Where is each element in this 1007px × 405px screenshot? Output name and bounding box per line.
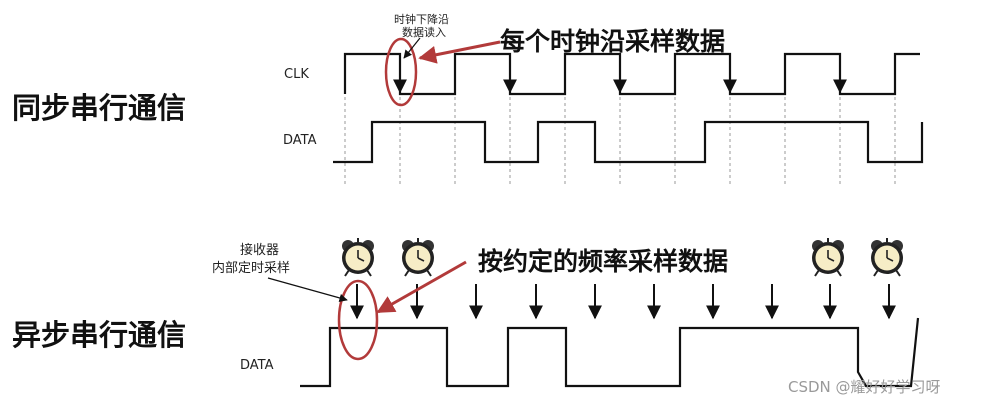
clk-sample-arrows — [393, 58, 847, 94]
async-callout: 按约定的频率采样数据 — [478, 247, 728, 276]
sync-title: 同步串行通信 — [12, 91, 186, 125]
async-data-label: DATA — [240, 358, 274, 373]
async-sample-arrows — [350, 284, 896, 320]
watermark: CSDN @耀好好学习呀 — [788, 378, 941, 396]
async-callout-arrow — [376, 260, 467, 314]
sync-data-waveform — [333, 120, 924, 164]
sync-note-pointer — [403, 37, 421, 59]
clk-waveform — [343, 52, 920, 96]
alarm-clock-icon — [341, 237, 375, 277]
async-note-line1: 接收器 — [240, 242, 279, 258]
alarm-clock-icon — [870, 237, 904, 277]
async-data-waveform — [300, 317, 920, 388]
async-note-pointer — [267, 277, 348, 303]
sync-highlight-ellipse — [384, 37, 418, 107]
sync-note-line1: 时钟下降沿 — [394, 12, 449, 26]
sync-callout: 每个时钟沿采样数据 — [500, 27, 725, 56]
async-highlight-ellipse — [337, 279, 379, 361]
async-title: 异步串行通信 — [12, 318, 186, 352]
sync-note-line2: 数据读入 — [402, 25, 446, 39]
alarm-clock-icon — [401, 237, 435, 277]
sync-data-label: DATA — [283, 133, 317, 148]
async-note-line2: 内部定时采样 — [212, 260, 290, 276]
clk-label: CLK — [284, 67, 309, 82]
alarm-clock-icon — [811, 237, 845, 277]
sync-callout-arrow — [418, 40, 501, 64]
sync-guide-lines — [344, 55, 896, 185]
